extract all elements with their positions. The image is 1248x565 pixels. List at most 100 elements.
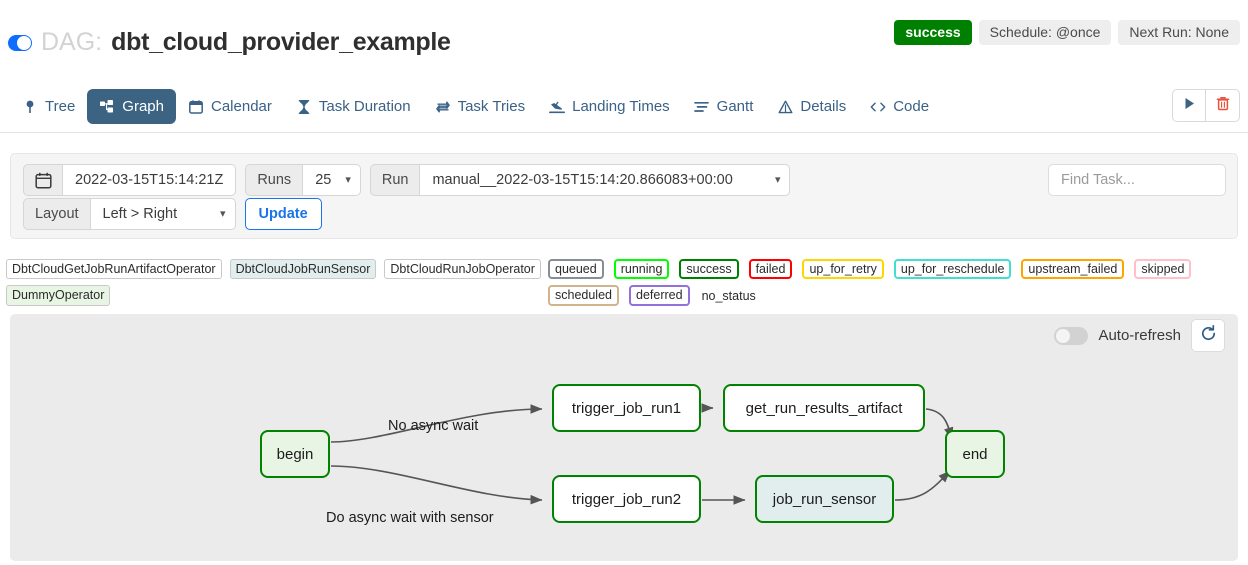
state-chip-scheduled: scheduled bbox=[548, 285, 619, 306]
schedule-badge[interactable]: Schedule: @once bbox=[978, 20, 1112, 45]
runs-select[interactable]: 25 ▾ bbox=[303, 164, 361, 196]
state-chip-running: running bbox=[613, 259, 670, 280]
tab-label: Gantt bbox=[716, 98, 754, 115]
layout-group: Layout Left > Right ▾ bbox=[23, 198, 236, 230]
task-node-label: trigger_job_run2 bbox=[571, 490, 682, 508]
calendar-icon bbox=[188, 99, 204, 115]
update-button[interactable]: Update bbox=[244, 198, 322, 230]
task-node-begin[interactable]: begin bbox=[260, 430, 330, 478]
task-node-label: end bbox=[962, 445, 988, 463]
task-node-label: job_run_sensor bbox=[772, 490, 877, 508]
refresh-icon bbox=[1200, 324, 1217, 347]
graph-edges bbox=[330, 403, 954, 505]
graph-icon bbox=[99, 99, 115, 115]
operator-legend: DbtCloudGetJobRunArtifactOperator DbtClo… bbox=[6, 259, 542, 306]
state-chip-up-for-retry: up_for_retry bbox=[802, 259, 884, 280]
play-icon bbox=[1183, 97, 1196, 115]
layout-select[interactable]: Left > Right ▾ bbox=[90, 198, 236, 230]
edge-label-no-async-wait: No async wait bbox=[388, 418, 479, 434]
hourglass-icon bbox=[296, 99, 312, 115]
tab-landing-times[interactable]: Landing Times bbox=[537, 89, 682, 124]
page-header: DAG: dbt_cloud_provider_example success … bbox=[0, 0, 1248, 76]
operator-chip: DbtCloudGetJobRunArtifactOperator bbox=[6, 259, 222, 280]
gantt-icon bbox=[694, 99, 710, 115]
state-chip-no-status: no_status bbox=[701, 288, 756, 303]
tab-calendar[interactable]: Calendar bbox=[176, 89, 284, 124]
dag-label: DAG: bbox=[41, 28, 103, 56]
auto-refresh-toggle[interactable] bbox=[1054, 326, 1089, 345]
state-legend: queued running success failed up_for_ret… bbox=[548, 259, 1244, 306]
execution-date-input[interactable]: 2022-03-15T15:14:21Z bbox=[63, 164, 237, 196]
state-chip-deferred: deferred bbox=[629, 285, 690, 306]
runs-group: Runs 25 ▾ bbox=[245, 164, 361, 196]
run-label: Run bbox=[369, 164, 421, 196]
delete-dag-button[interactable] bbox=[1206, 89, 1240, 122]
edge-sensor-to-end bbox=[894, 470, 951, 501]
filter-row-bottom: Layout Left > Right ▾ Update bbox=[23, 198, 322, 230]
find-task-input[interactable]: Find Task... bbox=[1048, 164, 1226, 196]
layout-select-value: Left > Right bbox=[102, 206, 178, 222]
dag-filter-panel: 2022-03-15T15:14:21Z Runs 25 ▾ Run manua… bbox=[10, 153, 1238, 239]
task-node-label: get_run_results_artifact bbox=[745, 399, 903, 417]
tab-task-duration[interactable]: Task Duration bbox=[284, 89, 423, 124]
page-title: DAG: dbt_cloud_provider_example bbox=[8, 28, 451, 57]
layout-label: Layout bbox=[23, 198, 91, 230]
task-node-get-run-results-artifact[interactable]: get_run_results_artifact bbox=[723, 384, 925, 432]
run-select[interactable]: manual__2022-03-15T15:14:20.866083+00:00… bbox=[420, 164, 791, 196]
dag-name: dbt_cloud_provider_example bbox=[111, 28, 451, 56]
tab-details[interactable]: Details bbox=[765, 89, 858, 124]
code-icon bbox=[870, 99, 886, 115]
state-chip-queued: queued bbox=[548, 259, 604, 280]
auto-refresh-label: Auto-refresh bbox=[1098, 327, 1181, 344]
header-badges: success Schedule: @once Next Run: None bbox=[894, 20, 1240, 45]
run-group: Run manual__2022-03-15T15:14:20.866083+0… bbox=[369, 164, 791, 196]
tab-label: Task Duration bbox=[318, 98, 411, 115]
edge-label-do-async-wait: Do async wait with sensor bbox=[326, 510, 494, 526]
state-chip-skipped: skipped bbox=[1134, 259, 1192, 280]
state-chip-upstream-failed: upstream_failed bbox=[1021, 259, 1125, 280]
retry-icon bbox=[435, 99, 451, 115]
operator-chip: DummyOperator bbox=[6, 285, 111, 306]
tab-label: Details bbox=[800, 98, 847, 115]
tab-label: Calendar bbox=[211, 98, 272, 115]
status-badge: success bbox=[894, 20, 972, 45]
dag-view-tabs: Tree Graph Calendar Task Duration bbox=[10, 80, 941, 133]
tab-tree[interactable]: Tree bbox=[10, 89, 87, 124]
operator-chip: DbtCloudJobRunSensor bbox=[229, 259, 377, 280]
tab-gantt[interactable]: Gantt bbox=[682, 89, 766, 124]
runs-select-value: 25 bbox=[315, 172, 332, 188]
task-node-job-run-sensor[interactable]: job_run_sensor bbox=[755, 475, 894, 523]
state-chip-success: success bbox=[679, 259, 739, 280]
details-icon bbox=[777, 99, 793, 115]
refresh-button[interactable] bbox=[1191, 319, 1225, 352]
trigger-dag-button[interactable] bbox=[1172, 89, 1206, 122]
run-select-value: manual__2022-03-15T15:14:20.866083+00:00 bbox=[432, 172, 733, 188]
tab-label: Tree bbox=[45, 98, 76, 115]
tab-task-tries[interactable]: Task Tries bbox=[423, 89, 538, 124]
tab-label: Graph bbox=[122, 98, 164, 115]
dag-pause-toggle-icon[interactable] bbox=[8, 34, 32, 51]
task-node-trigger-job-run1[interactable]: trigger_job_run1 bbox=[552, 384, 701, 432]
chevron-down-icon: ▾ bbox=[345, 173, 351, 186]
graph-canvas[interactable]: begin trigger_job_run1 get_run_results_a… bbox=[10, 314, 1238, 561]
task-node-end[interactable]: end bbox=[945, 430, 1005, 478]
state-chip-failed: failed bbox=[748, 259, 793, 280]
trash-icon bbox=[1216, 96, 1230, 116]
graph-panel: Auto-refresh bbox=[10, 314, 1238, 561]
next-run-badge: Next Run: None bbox=[1118, 20, 1240, 45]
tab-label: Landing Times bbox=[572, 98, 670, 115]
state-chip-up-for-reschedule: up_for_reschedule bbox=[893, 259, 1012, 280]
task-node-trigger-job-run2[interactable]: trigger_job_run2 bbox=[552, 475, 701, 523]
tab-label: Task Tries bbox=[457, 98, 526, 115]
graph-toolbar: Auto-refresh bbox=[1054, 319, 1225, 352]
task-node-label: trigger_job_run1 bbox=[571, 399, 682, 417]
task-node-label: begin bbox=[276, 445, 314, 463]
tree-icon bbox=[22, 99, 38, 115]
tab-graph[interactable]: Graph bbox=[87, 89, 176, 124]
landing-icon bbox=[549, 99, 566, 115]
calendar-icon[interactable] bbox=[23, 164, 63, 196]
edge-begin-to-trigger2 bbox=[330, 465, 543, 505]
dag-action-buttons bbox=[1172, 89, 1240, 122]
tab-code[interactable]: Code bbox=[858, 89, 941, 124]
